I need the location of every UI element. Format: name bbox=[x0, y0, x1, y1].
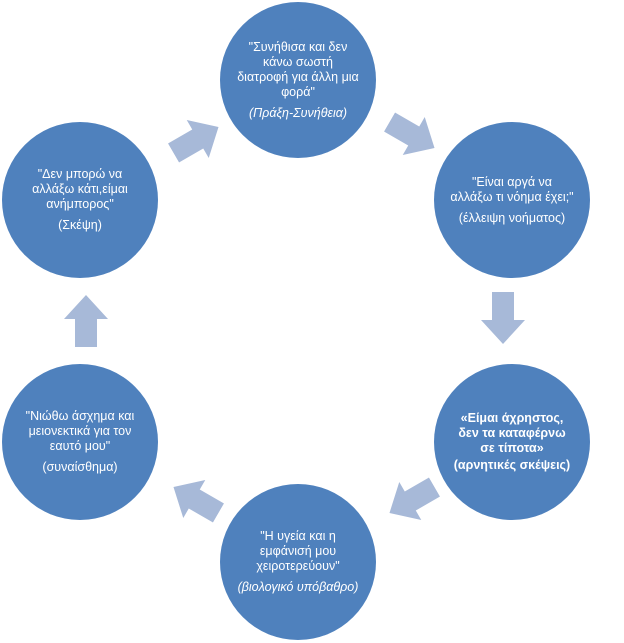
node-text: "Δεν μπορώ να αλλάξω κάτι,είμαι ανήμπορο… bbox=[32, 167, 128, 211]
cycle-node-lack-of-meaning: "Είναι αργά να αλλάξω τι νόημα έχει;" (έ… bbox=[434, 122, 590, 278]
cycle-node-negative-thoughts: «Είμαι άχρηστος, δεν τα καταφέρνω σε τίπ… bbox=[434, 364, 590, 520]
node-text: "Είναι αργά να αλλάξω τι νόημα έχει;" bbox=[450, 174, 574, 204]
cycle-node-biological-background: "Η υγεία και η εμφάνισή μου χειροτερεύου… bbox=[220, 484, 376, 640]
node-label: (Πράξη-Συνήθεια) bbox=[248, 105, 348, 120]
node-label: (Σκέψη) bbox=[58, 218, 102, 232]
cycle-node-emotion: "Νιώθω άσχημα και μειονεκτικά για τον εα… bbox=[2, 364, 158, 520]
node-label: (έλλειψη νοήματος) bbox=[458, 210, 566, 225]
arrow-right-icon bbox=[378, 468, 445, 532]
node-label: (αρνητικές σκέψεις) bbox=[453, 458, 571, 472]
cycle-node-thought: "Δεν μπορώ να αλλάξω κάτι,είμαι ανήμπορο… bbox=[2, 122, 158, 278]
node-text: «Είμαι άχρηστος, δεν τα καταφέρνω σε τίπ… bbox=[458, 411, 566, 455]
node-label: (συναίσθημα) bbox=[42, 460, 118, 474]
cycle-node-behavior-habit: "Συνήθισα και δεν κάνω σωστή διατροφή γι… bbox=[220, 2, 376, 158]
arrow-right-icon bbox=[162, 108, 229, 172]
arrow-right-icon bbox=[378, 103, 445, 167]
node-text: "Συνήθισα και δεν κάνω σωστή διατροφή γι… bbox=[237, 39, 359, 99]
arrow-right-icon bbox=[481, 292, 525, 344]
node-text: "Η υγεία και η εμφάνισή μου χειροτερεύου… bbox=[256, 529, 340, 573]
arrow-right-icon bbox=[64, 295, 108, 347]
arrow-right-icon bbox=[162, 468, 229, 532]
node-text: "Νιώθω άσχημα και μειονεκτικά για τον εα… bbox=[25, 409, 135, 453]
node-label: (βιολογικό υπόβαθρο) bbox=[237, 580, 359, 594]
